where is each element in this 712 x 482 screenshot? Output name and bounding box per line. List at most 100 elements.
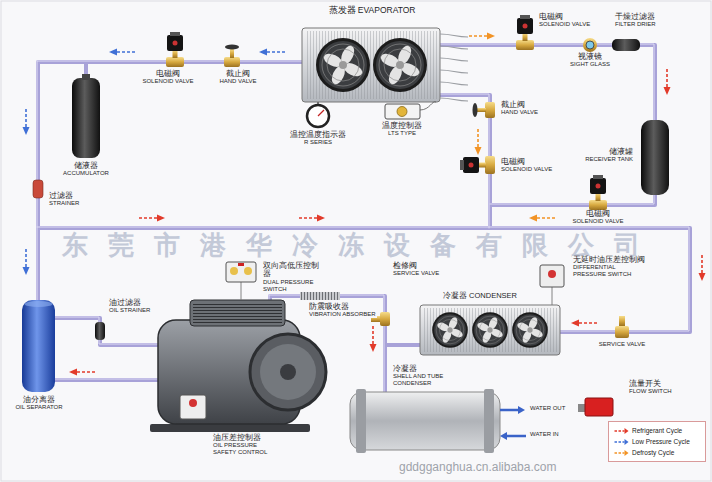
legend-label: Refrigerant Cycle [632,427,682,434]
label-group: 东莞市港华冷冻设备有限公司 [61,231,661,260]
flow-arrow [299,217,317,219]
label-group: gddgganghua.cn.alibaba.com [398,461,557,474]
temperature-indicator [307,102,329,127]
label-group: 储液罐RECEIVER TANK [584,148,634,163]
temperature-controller [420,102,436,110]
service-valve [619,316,625,326]
component-label: STRAINER [48,200,80,207]
component-label: SHELL AND TUBE CONDENSER [392,373,456,386]
label-group: 温度控制器LTS TYPE [381,122,423,137]
temperature-controller [397,107,407,117]
component-label: 储液器 [73,162,99,170]
label-group: 油压差控制器OIL PRESSURE SAFETY CONTROL [212,434,276,456]
flow-arrow [259,49,285,56]
flow-arrow [372,326,374,344]
label-group: 蒸发器 EVAPORATOR [328,6,417,15]
hand-valve [473,102,496,118]
flow-arrow [469,35,487,37]
condenser [512,312,548,348]
temperature-controller [385,104,420,119]
component-label: 冷凝器 [392,365,418,373]
watermark: 东莞市港华冷冻设备有限公司 [61,231,661,260]
label-group: 干燥过滤器FILTER DRIER [614,13,657,28]
oil-pressure-control [189,399,197,407]
label-group: 无延时油压差控制阀DIFFERENTIAL PRESSURE SWITCH [572,256,650,278]
component-label: 储液罐 [608,148,634,156]
flow-arrow [664,87,671,95]
temperature-indicator [318,110,324,116]
condenser [420,305,560,355]
dual-pressure-switch [241,282,242,300]
flow-arrow [139,215,165,222]
label-group: 冷凝器SHELL AND TUBE CONDENSER [392,365,456,387]
pipe-highlight [490,195,654,204]
flow-arrow [317,215,325,222]
label-group: 检修阀SERVICE VALVE [392,262,440,277]
component-label: 截止阀 [500,101,526,109]
component-label: 冷凝器 CONDENSER [442,292,518,300]
component-label: OIL SEPARATOR [14,404,63,411]
component-label: 检修阀 [392,262,418,270]
water-line [518,406,525,414]
label-group: 截止阀HAND VALVE [218,70,257,85]
shell-tube-condenser [484,389,494,453]
receiver-tank [641,120,669,195]
component-label: SERVICE VALVE [392,270,440,277]
component-label: HAND VALVE [218,78,257,85]
legend-item: Low Pressure Cycle [613,436,701,447]
legend-sample [625,439,629,445]
flow-arrow [699,255,706,281]
temperature-indicator [307,105,329,127]
flow-arrow [699,273,706,281]
label-group: 油分离器OIL SEPARATOR [14,396,63,411]
legend-label: Low Pressure Cycle [632,438,690,445]
flow-arrow [117,51,135,53]
oil-separator [25,301,53,307]
differential-pressure-switch [548,270,556,278]
component-label: SOLENOID VALVE [500,166,553,173]
sight-glass [583,38,597,52]
oil-pressure-control [180,395,206,419]
flow-arrow [529,215,555,222]
component-label: 双向高低压控制器 [262,262,326,279]
water-line [500,406,526,440]
label-group: 截止阀HAND VALVE [500,101,539,116]
condenser [472,312,508,348]
legend-sample [613,449,629,457]
temperature-controller [385,102,436,119]
label-group: 电磁阀SOLENOID VALVE [500,158,553,173]
shell-tube-condenser [350,392,500,450]
evaporator [305,31,437,99]
component-label: 温度控制器 [381,122,423,130]
pipe-highlight [55,317,158,344]
compressor [193,303,282,323]
sight-glass [583,38,597,52]
label-group: 防震吸收器VIBRATION ABSORBER [308,303,377,318]
evaporator [440,34,468,101]
flow-switch [585,398,613,416]
component-label: 油压差控制器 [212,434,262,442]
component-label: 干燥过滤器 [614,13,656,21]
pipe [440,45,655,120]
sight-glass [586,41,594,49]
compressor [280,364,296,380]
component-label: VIBRATION ABSORBER [308,311,377,318]
dual-pressure-switch [226,262,256,300]
label-group: 过滤器STRAINER [48,192,80,207]
label-group: WATER IN [529,431,560,438]
flow-arrow [23,249,30,275]
water-line [507,435,526,438]
component-label: 防震吸收器 [308,303,350,311]
flow-arrow [25,109,27,127]
vibration-absorber [300,292,340,300]
label-group: WATER OUT [529,405,566,412]
flow-arrow [487,33,495,40]
component-label: 视液镜 [577,53,603,61]
component-label: FILTER DRIER [614,21,657,28]
flow-arrow [25,249,27,267]
flow-arrow [475,129,482,155]
pipe-highlight [440,44,654,120]
compressor [150,300,326,432]
condenser [420,305,560,355]
